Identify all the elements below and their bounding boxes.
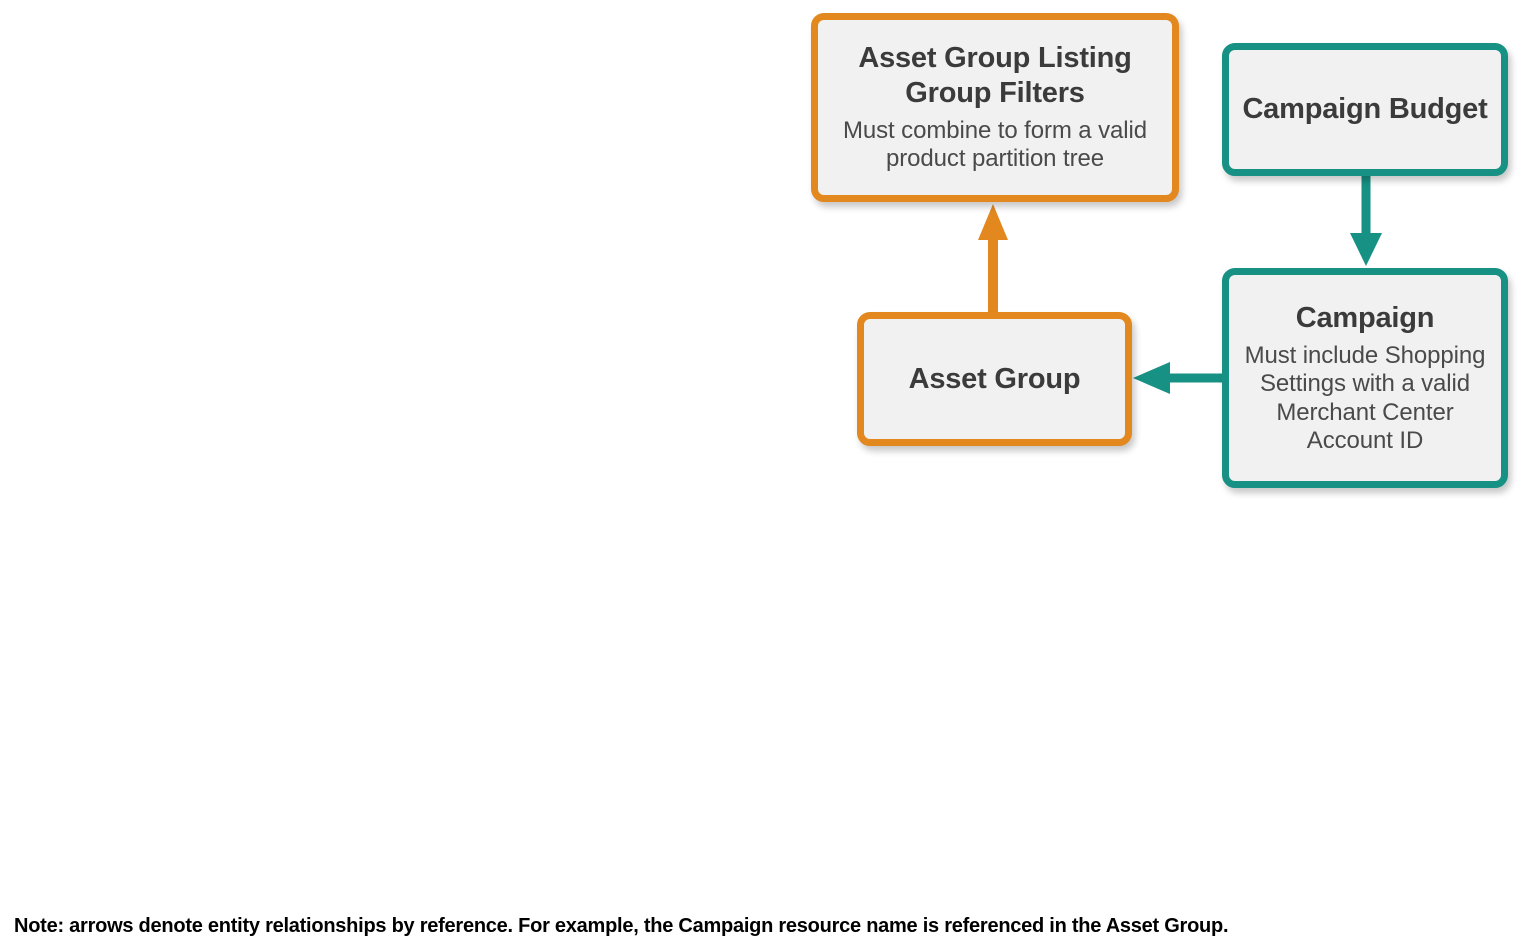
diagram-footer-note: Note: arrows denote entity relationships… <box>14 915 1229 937</box>
node-campaign-budget[interactable]: Campaign Budget <box>1222 43 1508 176</box>
edge-asset-group-to-listing-group-filters <box>978 204 1008 314</box>
node-title: Campaign <box>1295 301 1435 334</box>
node-asset-group[interactable]: Asset Group <box>857 312 1132 446</box>
node-description: Must combine to form a valid product par… <box>843 116 1147 173</box>
edge-campaign-to-asset-group <box>1133 362 1224 394</box>
node-asset-group-listing-group-filters[interactable]: Asset Group Listing Group Filters Must c… <box>811 13 1179 202</box>
edge-campaign-budget-to-campaign <box>1350 174 1382 266</box>
node-title: Asset Group <box>908 362 1081 395</box>
node-description: Must include Shopping Settings with a va… <box>1244 341 1486 454</box>
node-title: Campaign Budget <box>1242 93 1488 126</box>
node-campaign[interactable]: Campaign Must include Shopping Settings … <box>1222 268 1508 488</box>
node-title: Asset Group Listing Group Filters <box>858 42 1132 109</box>
